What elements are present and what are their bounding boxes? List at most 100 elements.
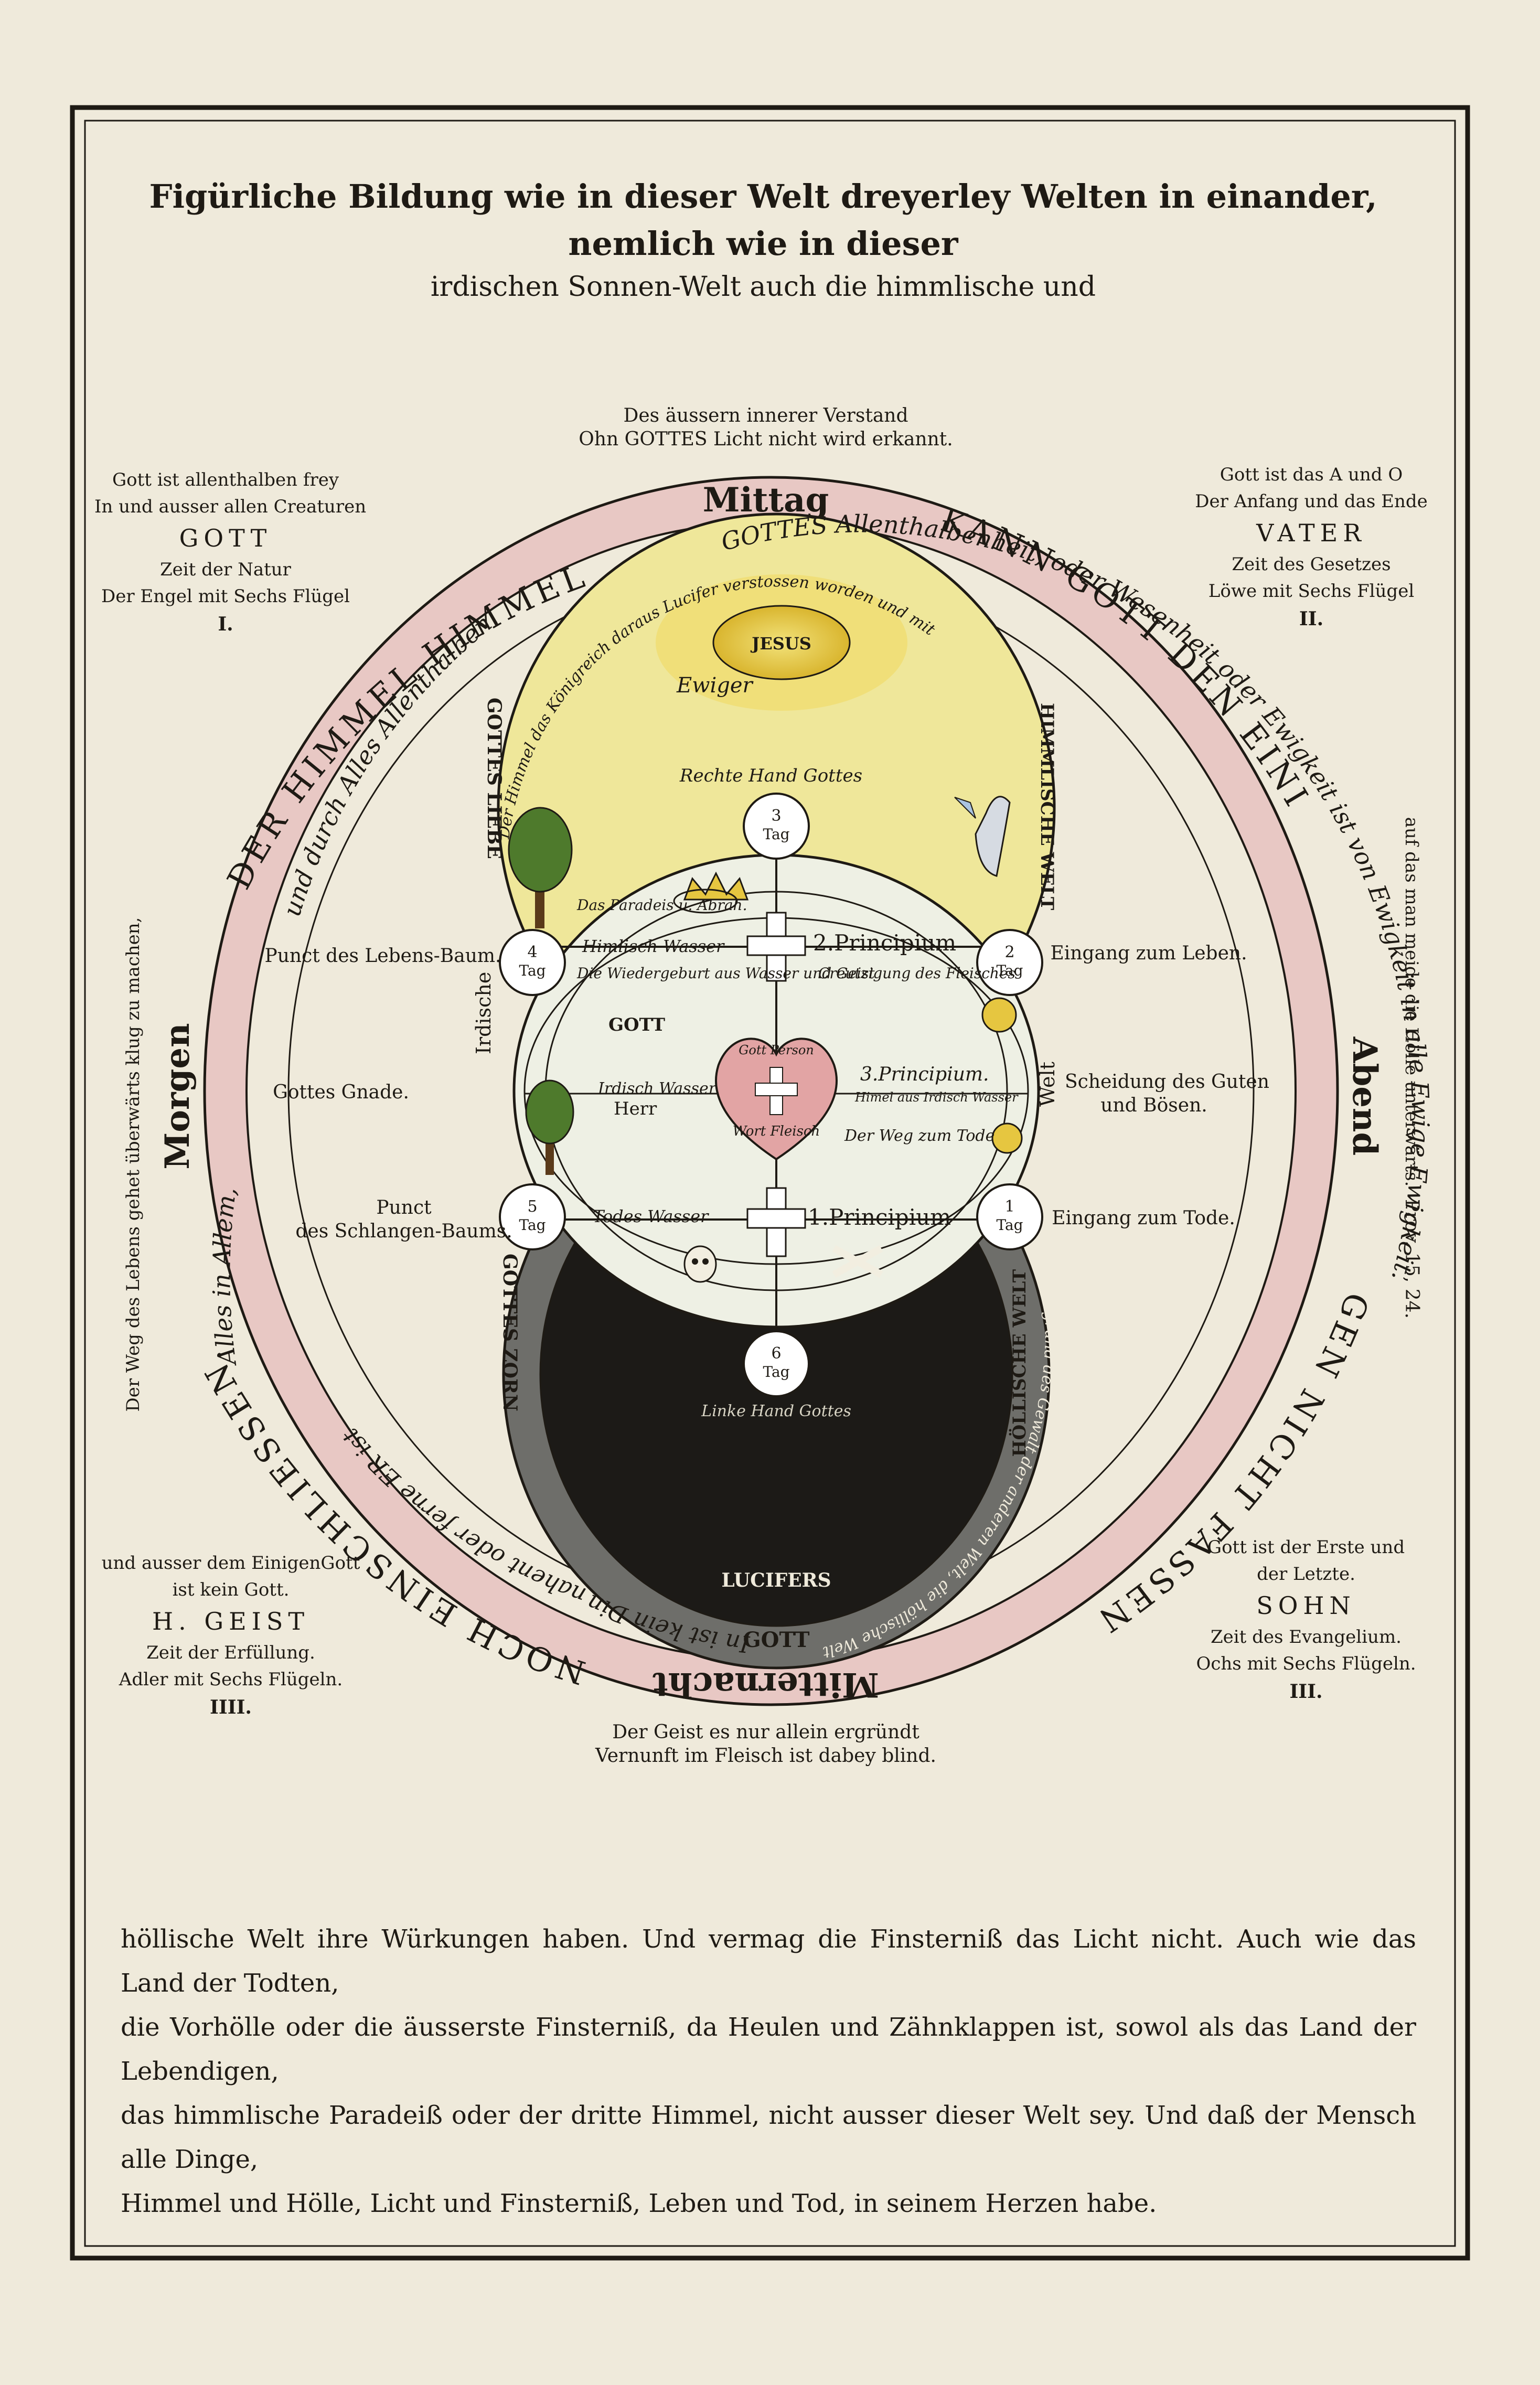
bl-num: IIII. xyxy=(210,1696,252,1718)
day-circle-left-upper xyxy=(499,929,566,996)
right-hand-label: Rechte Hand Gottes xyxy=(679,765,862,786)
angel-icon xyxy=(954,796,1011,877)
linke-hand-label: Linke Hand Gottes xyxy=(701,1402,851,1420)
tl-num: I. xyxy=(218,613,233,635)
serpent-line-1: Punct xyxy=(376,1197,432,1218)
direction-east: Abend xyxy=(1345,1036,1384,1156)
bottom-caption-line-1: Der Geist es nur allein ergründt xyxy=(612,1721,919,1743)
bl-line-1: und ausser dem EinigenGott xyxy=(101,1553,360,1574)
principium3-label: 3.Principium. xyxy=(860,1064,989,1085)
day-bottom-num: 6 xyxy=(771,1344,781,1363)
wiedergeburt-label: Die Wiedergeburt aus Wasser und Geist xyxy=(576,965,875,982)
ewiger-label: Ewiger xyxy=(676,673,754,698)
day-lu-word: Tag xyxy=(519,962,546,979)
bottom-line-4: Himmel und Hölle, Licht und Finsterniß, … xyxy=(121,2189,1157,2218)
creutzigung-label: Creutzigung des Fleisches xyxy=(818,965,1015,982)
outer-frame xyxy=(70,105,1470,2261)
tl-line-2: In und ausser allen Creaturen xyxy=(94,496,367,517)
bottom-line-3: das himmlische Paradeiß oder der dritte … xyxy=(121,2101,1416,2174)
tr-line-2: Der Anfang und das Ende xyxy=(1195,491,1428,512)
label-grace: Gottes Gnade. xyxy=(273,1082,409,1103)
tr-name: VATER xyxy=(1256,519,1366,547)
day-bottom-word: Tag xyxy=(763,1363,789,1381)
bottom-line-2: die Vorhölle oder die äusserste Finstern… xyxy=(121,2013,1416,2086)
irdisch-wasser-label: Irdisch Wasser xyxy=(597,1079,717,1098)
day-rl-word: Tag xyxy=(996,1216,1023,1234)
title-line-1: Figürliche Bildung wie in dieser Welt dr… xyxy=(149,177,1377,263)
principium2-label: 2.Principium xyxy=(813,930,956,956)
br-name: SOHN xyxy=(1256,1591,1356,1620)
margin-left-text: Der Weg des Lebens gehet überwärts klug … xyxy=(123,917,144,1412)
tl-sub-1: Zeit der Natur xyxy=(160,559,291,580)
direction-north: Mittag xyxy=(703,480,829,520)
day-circle-right-lower xyxy=(976,1183,1043,1250)
heart-cross xyxy=(755,1067,798,1115)
day-circle-bottom xyxy=(743,1330,810,1397)
margin-right-ref: Prov. 15, 24. xyxy=(1401,1199,1423,1319)
bl-sub-1: Zeit der Erfüllung. xyxy=(146,1642,315,1663)
day-ru-num: 2 xyxy=(1004,943,1014,961)
label-separation: Scheidung des Guten und Bösen. xyxy=(1065,1070,1269,1117)
day-circle-top xyxy=(743,793,810,860)
day-ll-num: 5 xyxy=(527,1197,537,1216)
serpent-tree-icon xyxy=(525,1079,574,1175)
label-serpent-tree: Punct des Schlangen-Baums. xyxy=(294,1196,514,1243)
corner-top-left: Gott ist allenthalben frey In und ausser… xyxy=(94,467,367,638)
top-caption-line-2: Ohn GOTTES Licht nicht wird erkannt. xyxy=(579,429,953,450)
bl-line-2: ist kein Gott. xyxy=(172,1579,290,1600)
day-lu-num: 4 xyxy=(527,943,537,961)
crown-icon xyxy=(683,871,749,901)
top-caption: Des äussern innerer Verstand Ohn GOTTES … xyxy=(556,404,976,451)
welt-label: Welt xyxy=(1036,1062,1059,1107)
top-caption-line-1: Des äussern innerer Verstand xyxy=(623,405,908,426)
himmel-irdisch-label: Himel aus Irdisch Wasser xyxy=(854,1090,1019,1105)
gottes-liebe-label: GOTTES LIEBE xyxy=(483,698,505,859)
serpent-line-2: des Schlangen-Baums. xyxy=(295,1221,512,1242)
page-title: Figürliche Bildung wie in dieser Welt dr… xyxy=(73,173,1453,307)
day-ru-word: Tag xyxy=(996,962,1023,979)
title-line-2: irdischen Sonnen-Welt auch die himmlisch… xyxy=(430,271,1096,303)
cross-lower xyxy=(746,1187,806,1257)
corner-bottom-left: und ausser dem EinigenGott ist kein Gott… xyxy=(94,1550,367,1721)
principium1-label: 1.Principium xyxy=(808,1204,951,1230)
label-tree-of-life: Punct des Lebens-Baum. xyxy=(264,945,501,967)
separation-line-2: und Bösen. xyxy=(1100,1095,1207,1116)
tr-line-1: Gott ist das A und O xyxy=(1220,464,1403,485)
lucifers-label: LUCIFERS xyxy=(721,1569,831,1591)
gott-mid-label: GOTT xyxy=(608,1014,665,1035)
corner-top-right: Gott ist das A und O Der Anfang und das … xyxy=(1175,462,1448,633)
wort-fleisch-label: Wort Fleisch xyxy=(733,1124,820,1139)
bottom-caption-line-2: Vernunft im Fleisch ist dabey blind. xyxy=(595,1745,936,1767)
day-rl-num: 1 xyxy=(1004,1197,1014,1216)
jesus-sun xyxy=(656,574,907,711)
tr-sub-1: Zeit des Gesetzes xyxy=(1232,554,1391,575)
br-num: III. xyxy=(1289,1681,1323,1703)
margin-right-text: auf das man meide die Hölle unterwärts. xyxy=(1401,817,1422,1187)
cross-upper xyxy=(746,912,806,982)
day-circle-right-upper xyxy=(976,929,1043,996)
direction-south: Mitternacht xyxy=(653,1665,879,1704)
herr-label: Herr xyxy=(614,1098,657,1119)
bottom-caption: Der Geist es nur allein ergründt Vernunf… xyxy=(556,1720,976,1768)
day-circle-left-lower xyxy=(499,1183,566,1250)
br-line-2: der Letzte. xyxy=(1257,1564,1355,1585)
label-entry-death: Eingang zum Tode. xyxy=(1052,1207,1235,1229)
tree-of-life-icon xyxy=(508,807,573,928)
br-sub-2: Ochs mit Sechs Flügeln. xyxy=(1196,1653,1416,1674)
gott-bottom-label: GOTT xyxy=(743,1628,809,1652)
tl-name: GOTT xyxy=(179,524,272,552)
day-ll-word: Tag xyxy=(519,1216,546,1234)
todes-wasser-label: Todes Wasser xyxy=(593,1206,709,1226)
direction-west: Morgen xyxy=(158,1023,197,1169)
himmlisch-wasser-label: Himlisch Wasser xyxy=(582,936,725,956)
tl-sub-2: Der Engel mit Sechs Flügel xyxy=(101,586,350,607)
bottom-line-1: höllische Welt ihre Würkungen haben. Und… xyxy=(121,1924,1416,1998)
hoellische-welt-label: HÖLLISCHE WELT xyxy=(1009,1269,1030,1457)
corner-bottom-right: Gott ist der Erste und der Letzte. SOHN … xyxy=(1175,1534,1437,1706)
irdische-label: Irdische xyxy=(472,972,495,1054)
separation-line-1: Scheidung des Guten xyxy=(1065,1071,1269,1093)
small-sun-icon xyxy=(981,997,1017,1033)
inner-frame xyxy=(84,120,1456,2247)
skull-icon xyxy=(683,1245,717,1283)
